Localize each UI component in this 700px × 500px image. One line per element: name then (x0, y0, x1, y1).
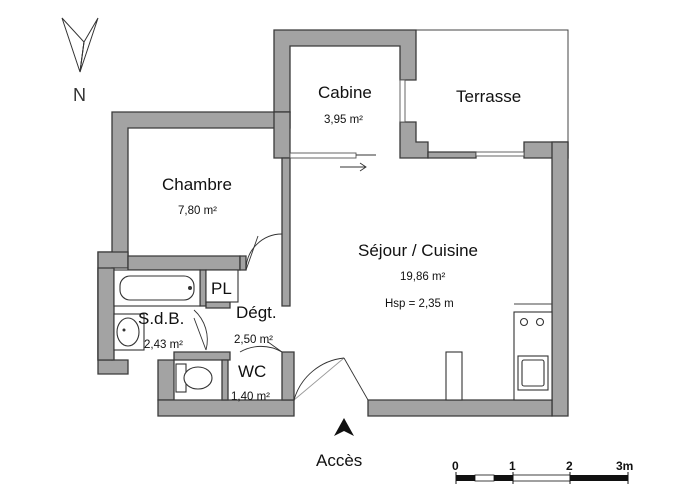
room-name-cabine: Cabine (318, 83, 372, 102)
sdb-door (193, 309, 208, 351)
room-name-wc: WC (238, 362, 266, 381)
entrance-arrow (334, 418, 354, 436)
chambre-door (245, 233, 283, 271)
room-area-sejour: 19,86 m² (400, 271, 446, 283)
walls (97, 29, 569, 417)
room-name-degt: Dégt. (236, 303, 277, 322)
cabine-sliding-door (289, 152, 376, 172)
terrace-windows (399, 79, 525, 157)
room-name-chambre: Chambre (162, 175, 232, 194)
room-area-cabine: 3,95 m² (324, 114, 363, 126)
compass-label: N (73, 85, 86, 105)
entrance-label: Accès (316, 451, 362, 470)
compass-center-line (79, 41, 85, 73)
entrance-door (293, 357, 369, 401)
room-area-degt: 2,50 m² (234, 334, 273, 346)
scale-tick-2: 2 (566, 459, 573, 473)
washbasin (113, 313, 145, 351)
room-name-sejour: Séjour / Cuisine (358, 241, 478, 260)
room-name-sdb: S.d.B. (138, 309, 184, 328)
fridge-column (445, 351, 463, 401)
room-name-placard: PL (211, 279, 232, 298)
scale-tick-0: 0 (452, 459, 459, 473)
room-area-sdb: 2,43 m² (144, 339, 183, 351)
kitchen (513, 303, 553, 401)
placard (205, 269, 239, 303)
scale-tick-3m: 3m (616, 459, 633, 473)
scale-tick-1: 1 (509, 459, 516, 473)
room-height-sejour: Hsp = 2,35 m (385, 298, 454, 310)
room-name-terrasse: Terrasse (456, 87, 521, 106)
terrace-outline (416, 29, 569, 150)
room-area-wc: 1,40 m² (231, 391, 270, 403)
toilet (175, 363, 213, 393)
north-compass: N (61, 17, 99, 105)
wc-door (239, 341, 283, 353)
bathtub (113, 269, 201, 307)
scale-bar: 0 1 2 3m (452, 459, 633, 484)
room-area-chambre: 7,80 m² (178, 205, 217, 217)
